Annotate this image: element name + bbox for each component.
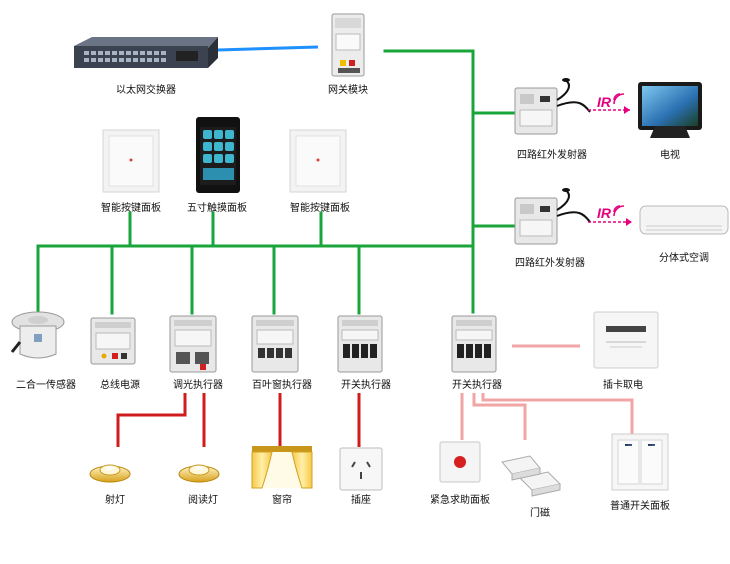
label-split-ac: 分体式空调 <box>659 253 709 264</box>
touch-panel-device <box>196 117 240 193</box>
label-card-switch: 插卡取电 <box>603 380 643 391</box>
label-switch-actuator-2: 开关执行器 <box>452 380 502 391</box>
blind-actuator-device <box>251 315 299 373</box>
reading-lamp-device <box>178 464 220 483</box>
tv-device <box>638 82 702 138</box>
dimming-actuator-device <box>169 315 217 373</box>
door-magnet-device <box>501 455 562 497</box>
curtain-device <box>251 446 313 489</box>
label-gateway-module: 网关模块 <box>328 85 368 96</box>
socket-device <box>339 447 383 491</box>
label-touch-panel: 五寸触摸面板 <box>187 203 247 214</box>
label-tv: 电视 <box>660 150 680 161</box>
switch-actuator-2-device <box>451 315 497 373</box>
knx-bus-lines <box>36 49 517 315</box>
ir-transmitter-2-device <box>514 188 632 245</box>
ir-signal-label-1: IR <box>597 94 611 110</box>
label-ethernet-switch: 以太网交换器 <box>116 85 176 96</box>
label-socket: 插座 <box>351 495 371 506</box>
label-door-magnet: 门磁 <box>530 508 550 519</box>
network-line <box>217 45 319 52</box>
ir-signal-label-2: IR <box>597 205 611 221</box>
ir-transmitter-1-device <box>514 78 630 135</box>
label-ir-transmitter-1: 四路红外发射器 <box>517 150 587 161</box>
label-emergency-panel: 紧急求助面板 <box>430 495 490 506</box>
smart-key-panel-right-device <box>289 129 347 193</box>
label-blind-actuator: 百叶窗执行器 <box>252 380 312 391</box>
label-dimming-actuator: 调光执行器 <box>173 380 223 391</box>
label-curtain: 窗帘 <box>272 495 292 506</box>
card-switch-device <box>593 311 659 369</box>
label-smart-key-panel-right: 智能按键面板 <box>290 203 350 214</box>
input-lines <box>460 344 634 440</box>
split-ac-device <box>639 205 729 235</box>
bus-power-device <box>90 317 136 365</box>
label-bus-power: 总线电源 <box>100 380 140 391</box>
switch-actuator-1-device <box>337 315 383 373</box>
label-switch-actuator-1: 开关执行器 <box>341 380 391 391</box>
spotlight-device <box>89 464 131 483</box>
gateway-module-device <box>331 13 365 77</box>
label-spotlight: 射灯 <box>105 495 125 506</box>
smart-key-panel-left-device <box>102 129 160 193</box>
normal-switch-panel-device <box>611 433 669 491</box>
load-lines <box>116 393 361 447</box>
label-smart-key-panel-left: 智能按键面板 <box>101 203 161 214</box>
emergency-panel-device <box>439 441 481 483</box>
label-reading-lamp: 阅读灯 <box>188 495 218 506</box>
label-normal-switch-panel: 普通开关面板 <box>610 501 670 512</box>
ethernet-switch-device <box>74 37 218 68</box>
label-dual-sensor: 二合一传感器 <box>16 380 76 391</box>
label-ir-transmitter-2: 四路红外发射器 <box>515 258 585 269</box>
dual-sensor-device <box>10 311 65 359</box>
